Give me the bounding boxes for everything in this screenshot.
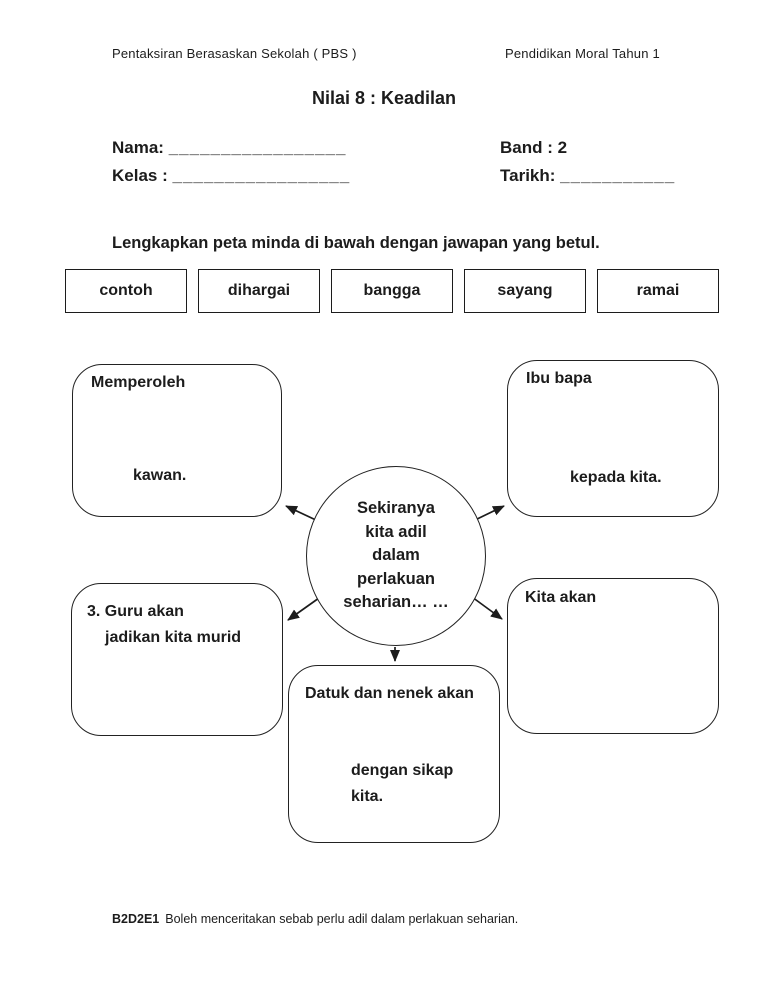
- center-line: seharian… …: [343, 593, 449, 612]
- arrow-to-mid-right: [471, 596, 503, 620]
- nama-blank-line: _________________: [168, 138, 347, 157]
- mindmap-box-kita-akan: Kita akan: [507, 578, 719, 734]
- box-text: Memperoleh: [91, 374, 186, 391]
- box-text: kita.: [351, 788, 384, 805]
- center-line: kita adil: [365, 522, 427, 541]
- box-text: Kita akan: [525, 589, 597, 606]
- nama-label: Nama:: [112, 138, 164, 157]
- kelas-blank-line: _________________: [172, 166, 351, 185]
- word-bank-item: sayang: [464, 269, 586, 313]
- footer-code: B2D2E1: [112, 912, 160, 926]
- word-bank-item: dihargai: [198, 269, 320, 313]
- box-text: kawan.: [133, 467, 187, 484]
- arrow-to-mid-left: [287, 597, 320, 621]
- nama-row: Nama: _________________: [112, 138, 346, 158]
- mindmap-box-guru: 3. Guru akan jadikan kita murid: [71, 583, 283, 736]
- box-text: 3. Guru akan: [87, 603, 184, 620]
- center-line: dalam: [372, 546, 420, 565]
- instruction-text: Lengkapkan peta minda di bawah dengan ja…: [112, 234, 600, 252]
- box-text: Datuk dan nenek akan: [305, 685, 474, 702]
- word-bank-item: ramai: [597, 269, 719, 313]
- center-line: Sekiranya: [357, 499, 435, 518]
- box-text: dengan sikap: [351, 762, 454, 779]
- mindmap-box-datuk-nenek: Datuk dan nenek akan dengan sikap kita.: [288, 665, 500, 843]
- tarikh-label: Tarikh:: [500, 166, 556, 185]
- word-bank-item: contoh: [65, 269, 187, 313]
- band-value: 2: [557, 138, 568, 157]
- tarikh-blank-line: ___________: [560, 166, 676, 185]
- mindmap-box-memperoleh: Memperoleh kawan.: [72, 364, 282, 517]
- footer-note: B2D2E1 Boleh menceritakan sebab perlu adi…: [112, 912, 518, 926]
- header-right: Pendidikan Moral Tahun 1: [505, 46, 660, 61]
- tarikh-row: Tarikh: ___________: [500, 166, 675, 186]
- footer-text: Boleh menceritakan sebab perlu adil dala…: [165, 912, 519, 926]
- word-bank: contoh dihargai bangga sayang ramai: [65, 269, 719, 313]
- box-text: kepada kita.: [570, 469, 662, 486]
- word-bank-item: bangga: [331, 269, 453, 313]
- box-text: jadikan kita murid: [105, 629, 242, 646]
- band-label: Band :: [500, 138, 553, 157]
- header-left: Pentaksiran Berasaskan Sekolah ( PBS ): [112, 46, 357, 61]
- kelas-row: Kelas : _________________: [112, 166, 350, 186]
- center-line: perlakuan: [357, 569, 435, 588]
- band-row: Band : 2: [500, 138, 567, 158]
- page-title: Nilai 8 : Keadilan: [311, 88, 457, 108]
- mindmap-box-ibu-bapa: Ibu bapa kepada kita.: [507, 360, 719, 517]
- mindmap-center-circle: Sekiranya kita adil dalam perlakuan seha…: [306, 466, 486, 646]
- box-text: Ibu bapa: [526, 370, 592, 387]
- kelas-label: Kelas :: [112, 166, 168, 185]
